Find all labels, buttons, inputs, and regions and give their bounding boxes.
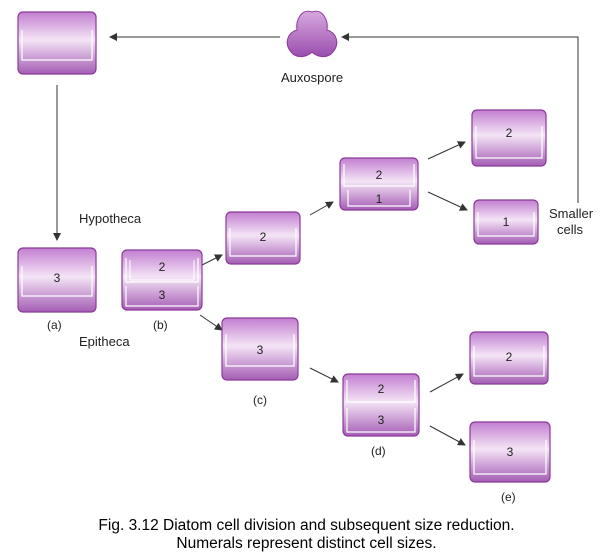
cell-top-left — [17, 11, 97, 75]
cell-d-upper — [339, 157, 419, 211]
arrow-c-upper-to-d-upper — [309, 201, 334, 216]
panel-label-d: (d) — [371, 444, 386, 458]
arrow-b-to-c-lower — [199, 314, 223, 331]
cell-c-upper — [225, 211, 301, 265]
num-b-bottom: 3 — [159, 288, 166, 302]
panel-label-a: (a) — [47, 318, 62, 332]
num-e4: 3 — [507, 445, 514, 459]
figure-caption-line2: Numerals represent distinct cell sizes. — [176, 535, 437, 552]
smaller-cells-label-2: cells — [557, 222, 584, 237]
num-d-lower-bottom: 3 — [378, 413, 385, 427]
arrow-d-lower-to-e3 — [429, 373, 464, 393]
panel-label-b: (b) — [153, 318, 168, 332]
num-a: 3 — [54, 271, 61, 285]
arrow-d-lower-to-e4 — [429, 425, 466, 446]
num-b-top: 2 — [159, 260, 166, 274]
smaller-cells-label-1: Smaller — [549, 206, 594, 221]
arrow-c-lower-to-d-lower — [309, 367, 339, 383]
cell-e3 — [469, 331, 549, 385]
cell-d-lower — [342, 373, 420, 437]
num-c-upper: 2 — [260, 230, 267, 244]
arrow-b-to-c-upper — [199, 254, 223, 267]
panel-label-c: (c) — [253, 393, 267, 407]
arrows — [53, 33, 579, 446]
num-e3: 2 — [506, 350, 513, 364]
num-e2: 1 — [503, 215, 510, 229]
num-d-upper-bottom: 1 — [376, 192, 383, 206]
cell-c-lower — [221, 317, 299, 381]
num-d-upper-top: 2 — [376, 168, 383, 182]
cell-e1 — [471, 109, 547, 167]
epitheca-label: Epitheca — [79, 334, 130, 349]
cells — [17, 11, 551, 483]
cell-a — [17, 247, 97, 313]
cell-e4 — [469, 421, 551, 483]
cell-e2 — [473, 199, 539, 245]
arrow-d-upper-to-e2 — [427, 191, 468, 211]
arrow-d-upper-to-e1 — [427, 141, 466, 160]
num-e1: 2 — [506, 126, 513, 140]
num-d-lower-top: 2 — [378, 382, 385, 396]
cell-numerals: 3 2 3 2 3 2 1 2 3 2 1 2 3 — [54, 126, 514, 459]
arrow-smaller-cells-to-auxospore — [341, 33, 579, 203]
auxospore-shape — [286, 10, 338, 58]
hypotheca-label: Hypotheca — [79, 211, 142, 226]
auxospore-label: Auxospore — [281, 70, 344, 85]
diatom-division-diagram: 3 2 3 2 3 2 1 2 3 2 1 2 3 — [17, 10, 579, 483]
figure-caption-line1: Fig. 3.12 Diatom cell division and subse… — [98, 517, 515, 534]
cell-b — [121, 249, 203, 311]
num-c-lower: 3 — [257, 343, 264, 357]
panel-label-e: (e) — [501, 490, 516, 504]
